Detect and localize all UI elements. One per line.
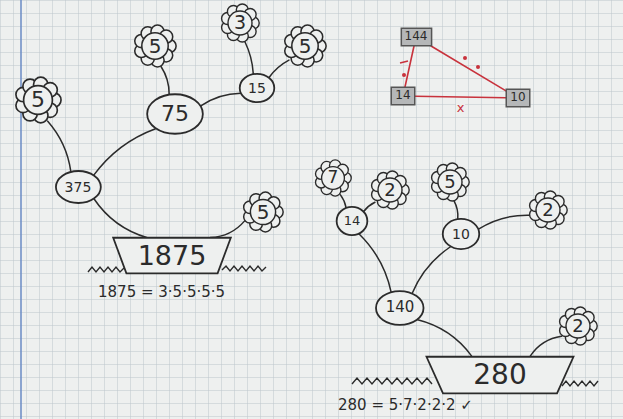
vertex-box: 10: [506, 89, 530, 107]
grass-zigzag: [352, 378, 432, 384]
node-number: 15: [248, 80, 266, 96]
node-number: 75: [161, 101, 189, 126]
node-number: 140: [386, 299, 415, 316]
circle-node: 10: [442, 218, 480, 250]
node-number: 10: [452, 226, 470, 242]
tree-branch: [530, 336, 561, 356]
grass-zigzag: [562, 381, 598, 386]
tree-branch: [94, 199, 147, 238]
node-number: 1875: [138, 240, 207, 271]
tick-mark: [400, 61, 408, 63]
tree-branch: [340, 195, 346, 208]
node-number: 5: [149, 35, 162, 58]
triangle-side: [431, 46, 506, 91]
tree-branch: [48, 121, 71, 171]
tree-branch: [412, 247, 450, 293]
node-number: 5: [444, 172, 455, 193]
tree-branch: [245, 42, 253, 74]
flower-node: 5: [283, 24, 327, 68]
node-number: 5: [257, 201, 270, 224]
flower-node: 2: [370, 170, 410, 210]
node-number: 2: [572, 316, 583, 337]
node-number: 375: [65, 179, 92, 195]
vertex-box: 14: [391, 87, 415, 105]
tick-dot: [463, 56, 467, 60]
circle-node: 140: [375, 290, 425, 326]
tree-branch: [210, 221, 244, 238]
tree-branch: [94, 129, 156, 175]
flower-node: 7: [314, 159, 352, 197]
basket-node: 280: [425, 356, 575, 394]
node-number: 7: [328, 168, 339, 188]
grass-zigzag: [88, 267, 124, 272]
circle-node: 75: [146, 93, 204, 135]
triangle-side: [405, 46, 414, 87]
circle-node: 14: [336, 206, 368, 236]
node-number: 3: [234, 12, 246, 34]
vertex-box: 144: [401, 28, 432, 46]
tick-dot: [402, 73, 406, 77]
tree-branch: [454, 201, 458, 219]
flower-node: 5: [133, 24, 177, 68]
flower-node: 2: [528, 190, 568, 230]
node-number: 2: [384, 180, 395, 201]
tick-dot: [476, 65, 480, 69]
factor-equation: 1875 = 3·5·5·5·5: [98, 283, 225, 301]
node-number: 5: [299, 35, 312, 58]
node-number: 280: [473, 359, 526, 391]
tree-branch: [418, 320, 472, 356]
node-number: 144: [405, 30, 428, 44]
circle-node: 15: [239, 73, 275, 103]
tree-branch: [364, 202, 375, 211]
tree-branch: [201, 93, 241, 106]
triangle-side: [415, 96, 506, 98]
tree-branch: [269, 60, 289, 77]
tree-branch: [359, 234, 391, 292]
tree-branch: [161, 66, 169, 94]
flower-node: 3: [220, 3, 260, 43]
flower-node: 5: [14, 76, 62, 124]
factor-equation: 280 = 5·7·2·2·2 ✓: [338, 396, 473, 414]
tree-branch: [479, 215, 530, 229]
flower-node: 5: [430, 162, 470, 202]
circle-node: 375: [55, 170, 102, 204]
node-number: 14: [344, 214, 361, 229]
node-number: 14: [395, 89, 410, 103]
node-number: 2: [542, 200, 553, 221]
grass-zigzag: [222, 266, 266, 271]
basket-node: 1875: [112, 237, 232, 274]
edge-label: x: [456, 101, 466, 115]
flower-node: 2: [558, 306, 598, 346]
node-number: 5: [31, 87, 45, 112]
flower-node: 5: [242, 191, 284, 233]
node-number: 10: [510, 91, 525, 105]
